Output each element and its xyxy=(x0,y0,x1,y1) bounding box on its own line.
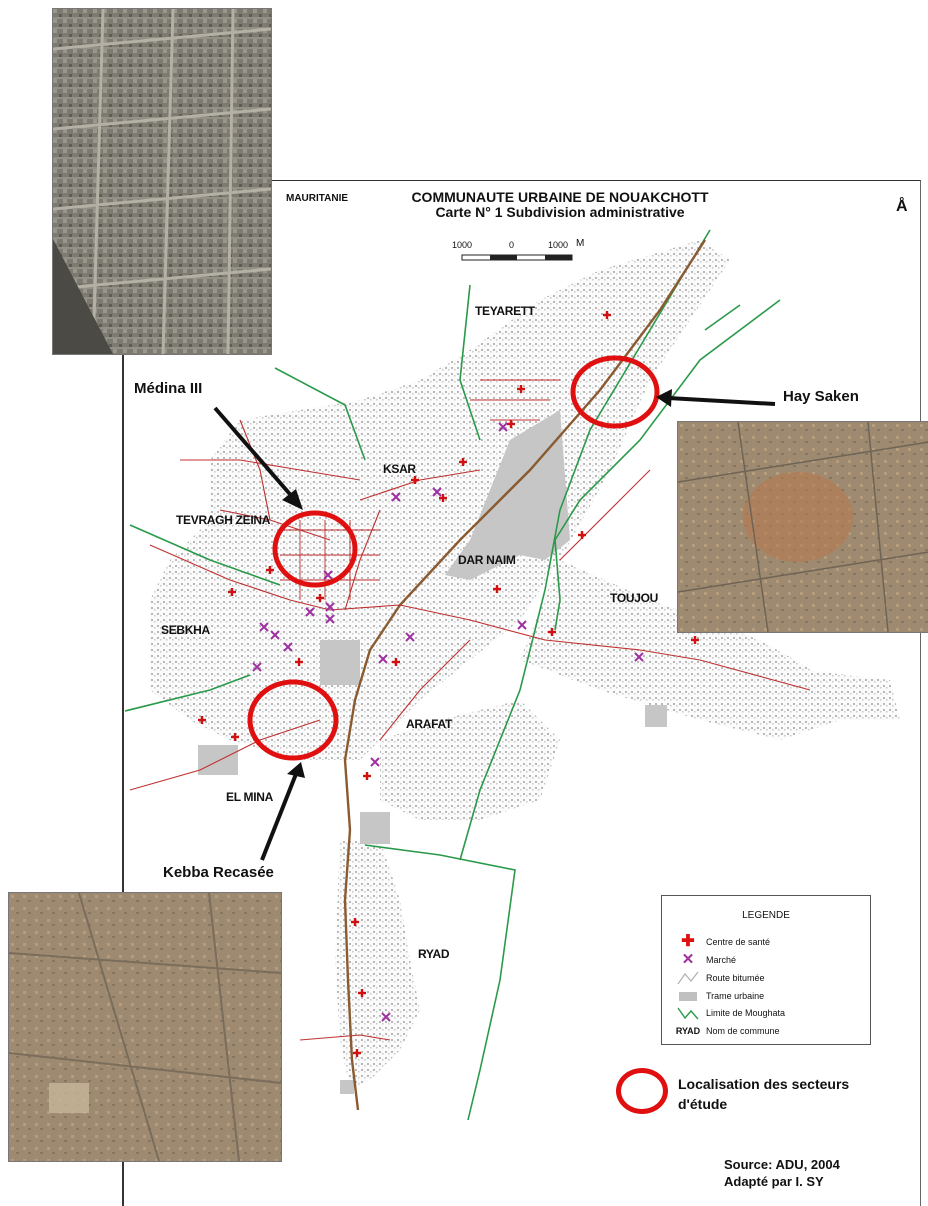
satellite-photo-hay-saken xyxy=(677,421,928,633)
cross-icon: ✕ xyxy=(681,951,695,968)
study-area-label: Localisation des secteurs d'étude xyxy=(678,1074,898,1114)
legend-item-health: ✚ Centre de santé xyxy=(676,933,771,950)
scale-right-label: 1000 xyxy=(548,240,569,250)
commune-el-mina: EL MINA xyxy=(226,790,274,804)
map-frame xyxy=(122,180,921,1206)
source-line2: Adapté par I. SY xyxy=(724,1174,824,1189)
commune-tevragh-zeina: TEVRAGH ZEINA xyxy=(176,513,271,527)
commune-teyarett: TEYARETT xyxy=(475,304,535,318)
study-area-ring-icon xyxy=(616,1068,668,1114)
callout-medina-iii: Médina III xyxy=(134,380,203,397)
map-title-line1: COMMUNAUTE URBAINE DE NOUAKCHOTT xyxy=(411,189,709,205)
legend-item-label: Nom de commune xyxy=(706,1026,780,1036)
legend-item-road: Route bitumée xyxy=(676,971,765,985)
north-arrow-icon: Å xyxy=(896,198,908,215)
legend-title: LEGENDE xyxy=(742,910,790,921)
moughata-boundaries xyxy=(124,229,781,1121)
legend-item-label: Trame urbaine xyxy=(706,991,765,1001)
legend-item-boundary: Limite de Moughata xyxy=(676,1006,785,1020)
urban-block-icon xyxy=(676,989,700,1003)
satellite-photo-kebba xyxy=(8,892,282,1162)
country-label: MAURITANIE xyxy=(286,193,349,204)
commune-sebkha: SEBKHA xyxy=(161,623,210,637)
study-area-label-line1: Localisation des secteurs xyxy=(678,1076,850,1092)
legend-item-label: Route bitumée xyxy=(706,973,765,983)
study-area-label-line2: d'étude xyxy=(678,1096,728,1112)
commune-ryad: RYAD xyxy=(418,947,450,961)
scale-mid-label: 0 xyxy=(509,240,515,250)
callout-arrows xyxy=(213,389,776,861)
satellite-texture-hay-saken xyxy=(678,422,928,632)
legend-item-commune: RYAD Nom de commune xyxy=(676,1024,780,1038)
plus-icon: ✚ xyxy=(681,933,695,950)
scale-bar xyxy=(461,254,573,261)
satellite-photo-medina xyxy=(52,8,272,355)
map-title-line2: Carte N° 1 Subdivision administrative xyxy=(435,204,685,220)
urban-blocks xyxy=(198,410,667,1094)
study-area-circles xyxy=(247,355,660,761)
legend-item-label: Marché xyxy=(706,955,737,965)
commune-ksar: KSAR xyxy=(383,462,416,476)
callout-kebba-recasee: Kebba Recasée xyxy=(163,864,274,881)
legend-item-market: ✕ Marché xyxy=(676,951,737,968)
legend-item-label: Limite de Moughata xyxy=(706,1008,786,1018)
legend-item-label: Centre de santé xyxy=(706,937,771,947)
source-note: Source: ADU, 2004 Adapté par I. SY xyxy=(724,1156,840,1190)
health-centers xyxy=(198,311,699,1057)
paved-roads xyxy=(129,239,811,1111)
boundary-icon xyxy=(676,1006,700,1020)
legend-item-urban: Trame urbaine xyxy=(676,989,764,1003)
satellite-texture-kebba xyxy=(9,893,281,1161)
scale-left-label: 1000 xyxy=(452,240,473,250)
markets xyxy=(252,422,644,1022)
map-title: COMMUNAUTE URBAINE DE NOUAKCHOTT Carte N… xyxy=(360,190,760,220)
source-line1: Source: ADU, 2004 xyxy=(724,1157,840,1172)
commune-code-sample: RYAD xyxy=(675,1026,701,1036)
satellite-texture-medina xyxy=(53,9,271,354)
road-icon xyxy=(676,971,700,985)
callout-hay-saken: Hay Saken xyxy=(783,388,859,405)
commune-toujounine: TOUJOU xyxy=(610,591,658,605)
commune-dar-naim: DAR NAIM xyxy=(458,553,516,567)
commune-arafat: ARAFAT xyxy=(406,717,452,731)
map-legend: LEGENDE ✚ Centre de santé ✕ Marché Route… xyxy=(661,895,871,1045)
scale-unit-label: M xyxy=(576,238,585,249)
